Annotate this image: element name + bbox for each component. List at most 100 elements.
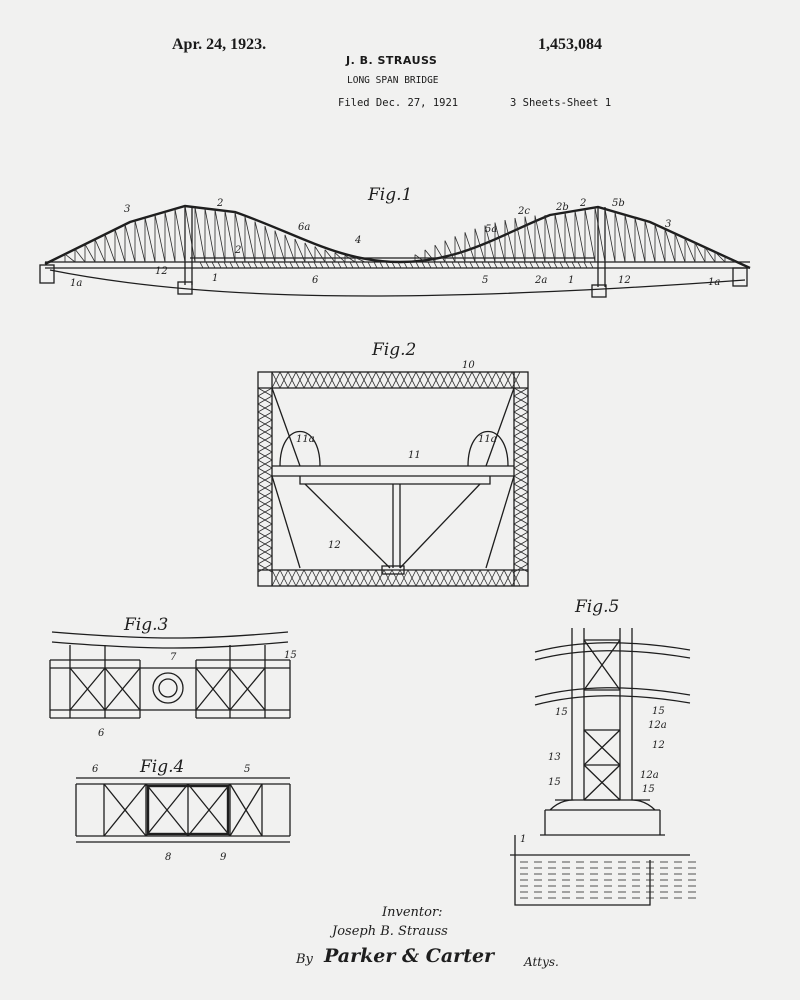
lattice-member bbox=[469, 261, 474, 269]
lattice-member bbox=[513, 395, 529, 405]
lattice-member bbox=[257, 531, 273, 541]
lattice-member bbox=[257, 547, 273, 557]
lattice-member bbox=[634, 217, 646, 263]
lattice-member bbox=[319, 569, 329, 587]
lattice-member bbox=[204, 208, 216, 263]
figure-1-title: Fig.1 bbox=[367, 185, 412, 205]
ref-label: 8 bbox=[165, 852, 171, 863]
lattice-member bbox=[513, 403, 529, 413]
lattice-member bbox=[644, 220, 656, 263]
lattice-member bbox=[254, 221, 266, 263]
lattice-member bbox=[463, 371, 473, 389]
ref-label: 2a bbox=[534, 275, 547, 286]
lattice-member bbox=[584, 209, 596, 263]
lattice-member bbox=[704, 247, 716, 263]
lattice-member bbox=[337, 261, 342, 269]
ref-label: 7 bbox=[170, 652, 177, 663]
lattice-member bbox=[614, 211, 626, 263]
lattice-member bbox=[399, 569, 409, 587]
lattice-member bbox=[257, 467, 273, 477]
lattice-member bbox=[279, 569, 289, 587]
inventor-heading: J. B. STRAUSS bbox=[346, 54, 438, 67]
lattice-member bbox=[463, 569, 473, 587]
lattice-member bbox=[565, 261, 570, 269]
lattice-member bbox=[554, 214, 566, 263]
lattice-member bbox=[494, 222, 506, 263]
ref-label: 2 bbox=[234, 245, 241, 256]
lattice-member bbox=[503, 371, 513, 389]
lattice-member bbox=[391, 371, 401, 389]
lattice-member bbox=[235, 261, 240, 269]
ref-label: 6 bbox=[92, 764, 99, 775]
lattice-member bbox=[535, 261, 540, 269]
lattice-member bbox=[314, 246, 326, 263]
lattice-member bbox=[544, 214, 556, 263]
lattice-member bbox=[241, 261, 246, 269]
lattice-member bbox=[383, 569, 393, 587]
lattice-member bbox=[367, 371, 377, 389]
ref-label: 1a bbox=[70, 278, 82, 289]
lattice-member bbox=[319, 371, 329, 389]
chord-lattice bbox=[257, 371, 529, 587]
lattice-member bbox=[253, 261, 258, 269]
lattice-member bbox=[511, 261, 516, 269]
figure-2-cross-section: Fig.2 10 11a 11 11a 12 bbox=[257, 340, 529, 587]
lattice-member bbox=[199, 261, 204, 269]
lattice-member bbox=[503, 569, 513, 587]
ref-label: 6 bbox=[98, 728, 105, 739]
lattice-member bbox=[284, 234, 296, 263]
figure-2-title: Fig.2 bbox=[371, 340, 416, 360]
water-hatching bbox=[520, 861, 696, 899]
lattice-member bbox=[325, 261, 330, 269]
lattice-member bbox=[664, 228, 676, 263]
lattice-member bbox=[144, 217, 156, 263]
lattice-member bbox=[349, 261, 354, 269]
lattice-member bbox=[257, 435, 273, 445]
lattice-member bbox=[511, 569, 521, 587]
lattice-member bbox=[431, 569, 441, 587]
lattice-member bbox=[479, 371, 489, 389]
lattice-member bbox=[583, 261, 588, 269]
ref-label: 12a bbox=[648, 720, 667, 731]
lattice-member bbox=[399, 371, 409, 389]
lattice-member bbox=[513, 531, 529, 541]
lattice-member bbox=[694, 242, 706, 263]
lattice-member bbox=[271, 261, 276, 269]
ref-label: 15 bbox=[642, 784, 655, 795]
lattice-member bbox=[439, 371, 449, 389]
lattice-member bbox=[529, 261, 534, 269]
by-label: By bbox=[296, 952, 313, 967]
lattice-member bbox=[724, 256, 736, 263]
lattice-member bbox=[354, 257, 366, 263]
lattice-member bbox=[513, 539, 529, 549]
lattice-member bbox=[311, 371, 321, 389]
lattice-member bbox=[257, 491, 273, 501]
lattice-member bbox=[295, 371, 305, 389]
lattice-member bbox=[571, 261, 576, 269]
figure-5-title: Fig.5 bbox=[574, 597, 619, 617]
lattice-member bbox=[257, 459, 273, 469]
ref-label: 12 bbox=[652, 740, 665, 751]
lattice-member bbox=[513, 547, 529, 557]
lattice-member bbox=[343, 261, 348, 269]
ref-label: 9 bbox=[220, 852, 227, 863]
lattice-member bbox=[234, 211, 246, 263]
lattice-member bbox=[303, 569, 313, 587]
lattice-member bbox=[505, 261, 510, 269]
ref-label: 2c bbox=[517, 206, 530, 217]
lattice-member bbox=[421, 261, 426, 269]
lattice-member bbox=[495, 569, 505, 587]
lattice-member bbox=[327, 371, 337, 389]
lattice-member bbox=[257, 403, 273, 413]
lattice-member bbox=[391, 569, 401, 587]
ref-label: 5b bbox=[612, 198, 625, 209]
lattice-member bbox=[265, 261, 270, 269]
lattice-member bbox=[407, 371, 417, 389]
lattice-member bbox=[124, 224, 136, 263]
lattice-member bbox=[287, 569, 297, 587]
ref-label: 3 bbox=[124, 204, 130, 215]
lattice-member bbox=[259, 261, 264, 269]
lattice-member bbox=[257, 395, 273, 405]
lattice-member bbox=[211, 261, 216, 269]
